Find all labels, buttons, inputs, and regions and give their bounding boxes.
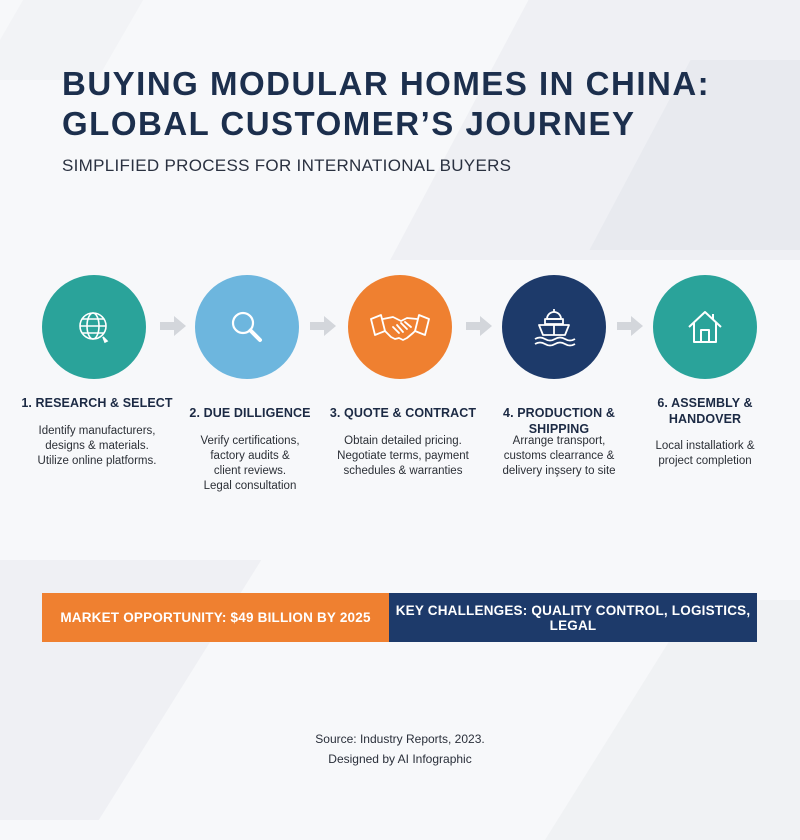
step-4-desc-line: customs clearrance & xyxy=(503,450,615,462)
key-challenges-banner: KEY CHALLENGES: QUALITY CONTROL, LOGISTI… xyxy=(389,593,757,642)
step-1-desc-line: Utilize online platforms. xyxy=(37,455,157,467)
page-title: BUYING MODULAR HOMES IN CHINA: GLOBAL CU… xyxy=(62,64,762,144)
handshake-icon xyxy=(370,314,430,341)
step-3-desc-line: schedules & warranties xyxy=(343,465,463,477)
market-opportunity-text: MARKET OPPORTUNITY: $49 BILLION BY 2025 xyxy=(60,610,371,625)
house-icon xyxy=(688,311,722,343)
step-5-title-line: 6. ASSEMBLY & xyxy=(657,396,753,410)
step-5-desc-line: Local installatiork & xyxy=(655,440,755,452)
arrow-right-icon xyxy=(617,316,643,336)
key-challenges-text: KEY CHALLENGES: QUALITY CONTROL, LOGISTI… xyxy=(395,602,751,633)
step-3-description: Obtain detailed pricing. Negotiate terms… xyxy=(318,434,488,479)
step-3-circle xyxy=(348,275,452,379)
globe-icon xyxy=(79,312,109,344)
step-3-desc-line: Obtain detailed pricing. xyxy=(344,435,462,447)
arrow-right-icon xyxy=(160,316,186,336)
step-4-description: Arrange transport, customs clearrance & … xyxy=(474,434,644,479)
step-4-desc-line: Arrange transport, xyxy=(512,435,606,447)
step-2-desc-line: Verify certifications, xyxy=(200,435,300,447)
page-subtitle: SIMPLIFIED PROCESS FOR INTERNATIONAL BUY… xyxy=(62,156,512,175)
step-2-desc-line: Legal consultation xyxy=(203,480,297,492)
title-line-2: GLOBAL CUSTOMER’S JOURNEY xyxy=(62,105,636,142)
step-1-desc-line: designs & materials. xyxy=(45,440,149,452)
arrow-right-icon xyxy=(310,316,336,336)
step-5-desc-line: project completion xyxy=(658,455,752,467)
credit-note: Designed by AI Infographic xyxy=(328,752,472,766)
step-4-title-line: 4. PRODUCTION & SHIPPING xyxy=(503,406,615,436)
step-5-description: Local installatiork & project completion xyxy=(625,439,785,469)
step-2-desc-line: client reviews. xyxy=(213,465,287,477)
step-2-circle xyxy=(195,275,299,379)
step-5-title: 6. ASSEMBLY & HANDOVER xyxy=(625,395,785,427)
arrow-right-icon xyxy=(466,316,492,336)
step-4-title: 4. PRODUCTION & SHIPPING xyxy=(474,405,644,437)
step-5-circle xyxy=(653,275,757,379)
step-3-title-line: 3. QUOTE & CONTRACT xyxy=(329,406,477,420)
source-note: Source: Industry Reports, 2023. xyxy=(315,732,485,746)
step-1-title-line: 1. RESEARCH & SELECT xyxy=(21,396,173,410)
step-1-description: Identify manufacturers, designs & materi… xyxy=(17,424,177,469)
step-2-title: 2. DUE DILLIGENCE xyxy=(170,405,330,421)
step-1-title: 1. RESEARCH & SELECT xyxy=(17,395,177,411)
step-4-circle xyxy=(502,275,606,379)
magnifier-icon xyxy=(231,311,262,342)
step-3-title: 3. QUOTE & CONTRACT xyxy=(323,405,483,421)
step-4-desc-line: delivery inşsery to site xyxy=(502,465,616,477)
ship-icon xyxy=(534,309,576,347)
title-line-1: BUYING MODULAR HOMES IN CHINA: xyxy=(62,65,711,102)
step-2-title-line: 2. DUE DILLIGENCE xyxy=(189,406,311,420)
step-1-circle xyxy=(42,275,146,379)
step-1-desc-line: Identify manufacturers, xyxy=(38,425,156,437)
step-5-title-line: HANDOVER xyxy=(668,412,742,426)
step-2-description: Verify certifications, factory audits & … xyxy=(170,434,330,494)
step-3-desc-line: Negotiate terms, payment xyxy=(337,450,469,462)
step-2-desc-line: factory audits & xyxy=(210,450,290,462)
market-opportunity-banner: MARKET OPPORTUNITY: $49 BILLION BY 2025 xyxy=(42,593,389,642)
